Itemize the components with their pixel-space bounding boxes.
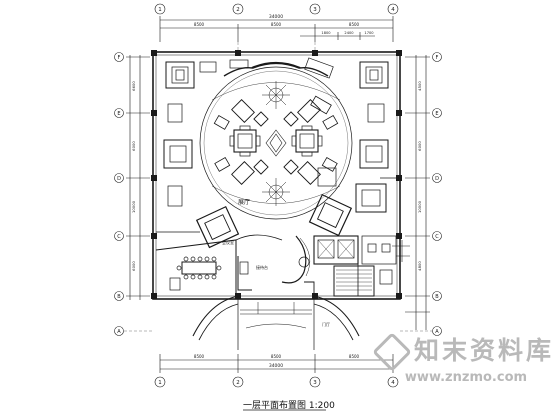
side-cabinet-w [167, 103, 183, 123]
top-bench-left [229, 59, 249, 69]
label-meeting-room: 会议室 [222, 239, 234, 245]
right-bay-dim-4: 4800 [417, 261, 422, 271]
label-exhibition-hall: 展厅 [238, 199, 250, 206]
floor-medallion-bottom [262, 178, 290, 206]
label-reception: 接待台 [256, 264, 268, 270]
top-axis-3: 3 [313, 7, 317, 13]
bottom-axis-3: 3 [313, 380, 317, 386]
top-axis-1: 1 [158, 7, 162, 13]
sofa-group-e1 [359, 139, 389, 169]
reception-area [237, 235, 311, 291]
bottom-axis-markers [154, 376, 399, 388]
left-bay-dim-4: 6000 [131, 261, 136, 271]
left-bay-dim-1: 6600 [131, 81, 136, 91]
right-bay-dim-2: 6000 [417, 141, 422, 151]
sofa-group-nw [165, 61, 195, 89]
sofa-group-e2 [355, 183, 387, 213]
left-axis-A: A [117, 329, 121, 335]
top-bay-dim-3: 8500 [349, 22, 360, 27]
right-bay-dim-3: 10000 [417, 200, 422, 213]
top-sub-dim-3: 1700 [364, 31, 374, 35]
watermark-brand-row: 知末资料库 [372, 332, 554, 372]
service-core [304, 235, 410, 297]
bottom-axis-4: 4 [391, 380, 395, 386]
center-diamond-pattern [265, 129, 287, 157]
right-sofa-groups [304, 57, 389, 213]
left-axis-C: C [117, 234, 121, 240]
sofa-group-ne [359, 61, 389, 89]
left-bay-dim-3: 10000 [131, 200, 136, 213]
bottom-bay-dim-1: 8500 [194, 354, 205, 359]
top-total-dimension: 34000 [269, 14, 283, 20]
bottom-total-dimension: 34000 [269, 363, 283, 369]
central-circular-hall [199, 61, 353, 220]
right-axis-E: E [435, 111, 438, 117]
meeting-room [155, 234, 283, 296]
side-cabinet-w2 [167, 185, 183, 207]
lower-sofa-sets [195, 193, 353, 249]
right-axis-markers [432, 52, 442, 336]
right-bay-dim-1: 4500 [417, 81, 422, 91]
sofa-group-w1 [163, 139, 193, 169]
watermark-brand: 知末资料库 [413, 336, 554, 365]
sofa-ne-inner [304, 57, 334, 79]
top-bay-dim-1: 8500 [194, 22, 205, 27]
left-axis-markers [114, 52, 124, 336]
interior-partitions [156, 177, 397, 296]
top-sub-dim-1: 1800 [321, 31, 331, 35]
inner-display-stands [253, 111, 299, 175]
left-axis-B: B [117, 294, 121, 300]
right-axis-C: C [435, 234, 439, 240]
top-sub-dim-2: 2400 [344, 31, 354, 35]
right-dimension-chain [405, 55, 430, 330]
top-axis-markers [154, 3, 399, 15]
left-axis-D: D [117, 176, 121, 182]
bottom-dimension-chain [159, 354, 394, 373]
bottom-axis-1: 1 [158, 380, 162, 386]
hall-side-seating [213, 95, 339, 172]
watermark-url: www.znzmo.com [404, 370, 528, 385]
bottom-bay-dim-2: 8500 [271, 354, 282, 359]
corner-table-nw [199, 61, 217, 73]
top-dimension-chain [159, 16, 394, 42]
left-axis-E: E [117, 111, 120, 117]
right-axis-B: B [435, 294, 439, 300]
display-table-1 [229, 125, 261, 157]
left-dimension-chain [126, 55, 150, 300]
display-table-3 [231, 99, 321, 185]
floor-medallion-top [262, 81, 290, 109]
label-entrance: 门厅 [322, 321, 330, 327]
drawing-caption: 一层平面布置图 1:200 [243, 401, 335, 411]
left-bay-dim-2: 6000 [131, 141, 136, 151]
entrance-canopy [192, 295, 360, 350]
right-axis-A: A [435, 329, 439, 335]
side-cabinet-e [367, 103, 385, 123]
left-sofa-groups [163, 59, 249, 207]
display-table-cluster [213, 95, 339, 185]
watermark: 知末资料库 www.znzmo.com [372, 332, 554, 386]
top-axis-4: 4 [391, 7, 395, 13]
side-table-e [317, 167, 337, 187]
bottom-axis-2: 2 [236, 380, 240, 386]
display-table-2 [291, 125, 323, 157]
top-axis-2: 2 [236, 7, 240, 13]
right-axis-F: F [436, 55, 439, 61]
top-bay-dim-2: 8500 [271, 22, 282, 27]
watermark-logo-icon [372, 332, 412, 372]
bottom-bay-dim-3: 8500 [349, 354, 360, 359]
right-axis-D: D [435, 176, 439, 182]
left-axis-F: F [118, 55, 121, 61]
